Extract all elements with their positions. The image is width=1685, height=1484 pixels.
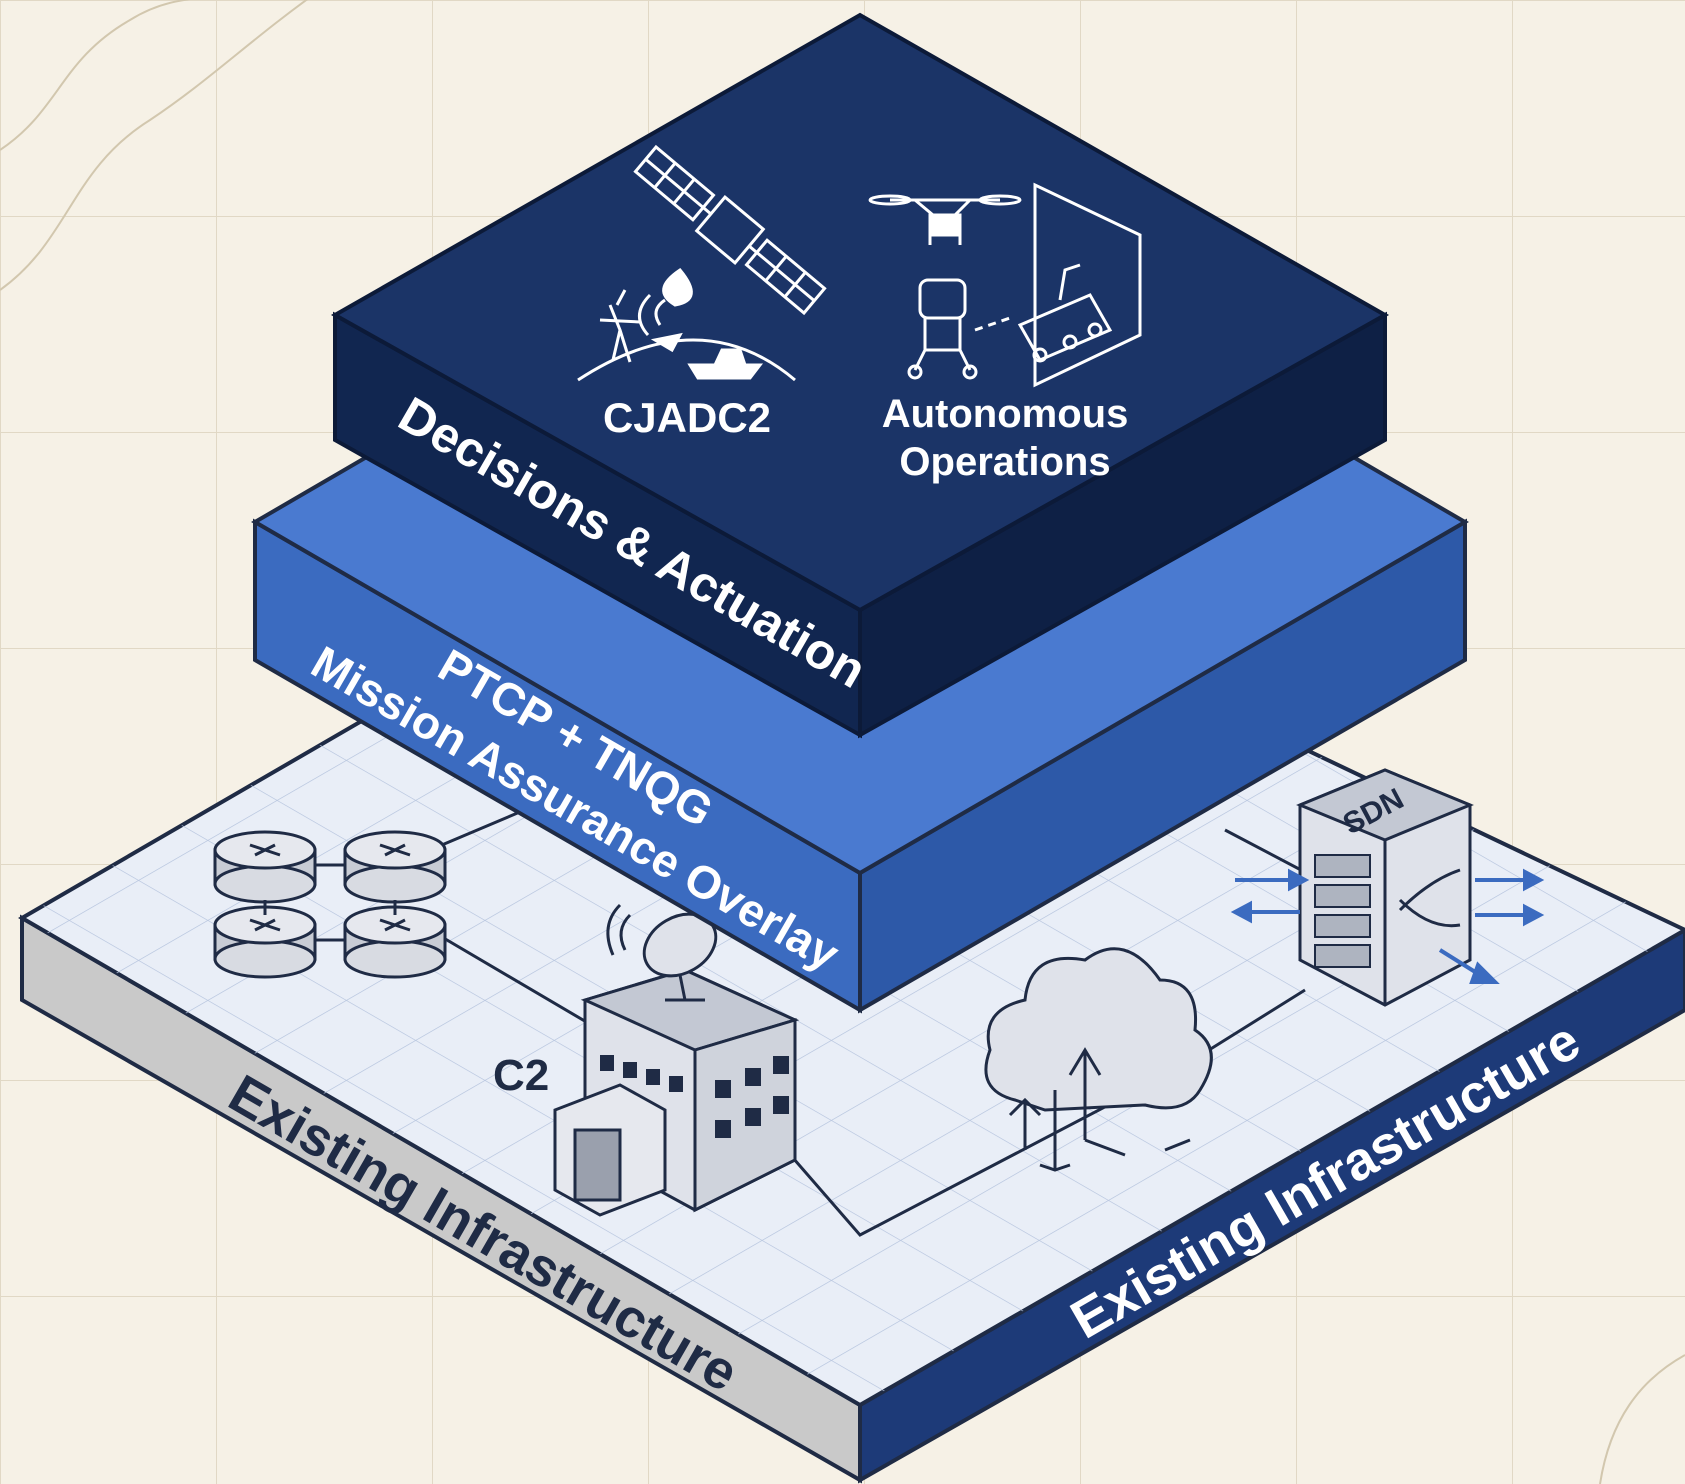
autonomous-label-line-1: Autonomous	[882, 392, 1129, 436]
satellite-network-icon	[577, 144, 827, 382]
contour-line	[0, 0, 308, 291]
network-links	[429, 793, 1321, 1237]
cjadc2-card: CJADC2	[577, 144, 827, 441]
cloud-icon	[984, 947, 1213, 1172]
sdn-server-icon	[1296, 768, 1474, 1007]
contour-line	[1599, 1354, 1685, 1484]
cjadc2-label: CJADC2	[603, 394, 771, 441]
traffic-arrows-icon	[1230, 868, 1545, 984]
top-face	[330, 12, 1390, 613]
top-layer: Decisions & Actuation CJADC2	[330, 12, 1390, 739]
autonomous-systems-icon	[868, 182, 1142, 388]
c2-building-icon	[553, 903, 800, 1217]
contour-line	[0, 0, 191, 151]
autonomous-label-line-2: Operations	[899, 440, 1110, 484]
c2-label: C2	[493, 1051, 549, 1100]
autonomous-operations-card: Autonomous Operations	[868, 182, 1142, 484]
router-cluster-icon	[213, 830, 447, 979]
